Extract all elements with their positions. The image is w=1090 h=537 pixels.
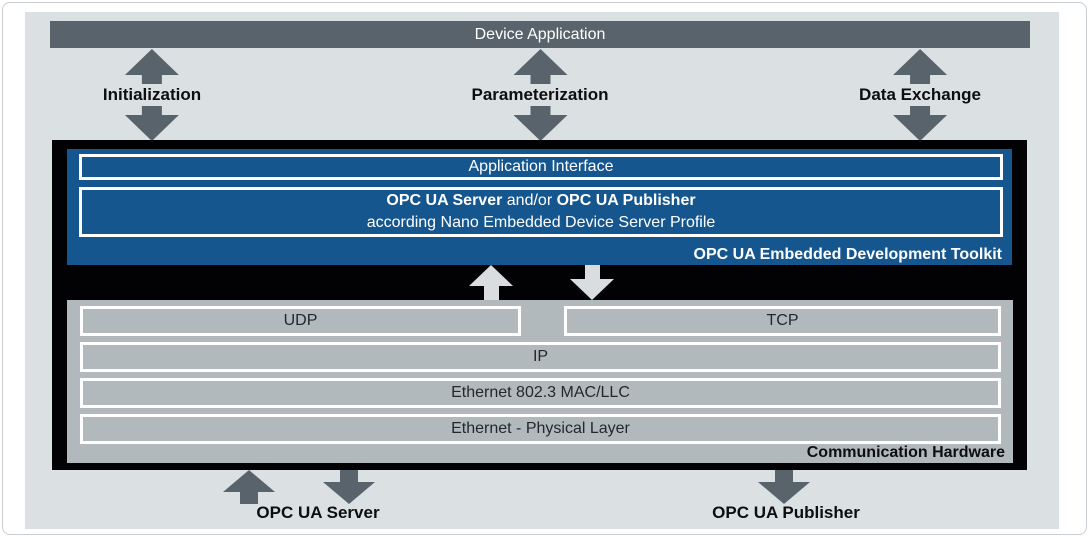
opcua-server-text: OPC UA Server [386,192,503,209]
arrow-shaft [483,286,499,300]
ip-label: IP [532,348,549,365]
application-interface-bar: Application Interface [79,154,1003,180]
udp-layer-bar: UDP [80,306,521,336]
opcua-publisher-bottom-label: OPC UA Publisher [712,503,860,522]
stack-up-arrow-icon [469,265,513,300]
opcua-server-publisher-bar: OPC UA Server and/or OPC UA Publisher ac… [79,187,1003,237]
down-arrow-head [323,482,375,504]
application-interface-label: Application Interface [468,158,614,175]
opcua-publisher-text: OPC UA Publisher [556,192,696,209]
stack-down-arrow-icon [570,265,614,300]
server-up-arrow-icon [223,470,275,504]
ethernet-mac-label: Ethernet 802.3 MAC/LLC [451,384,630,401]
up-arrow-icon [892,49,947,75]
arrow-shaft [240,492,258,504]
parameterization-arrow: Parameterization [472,49,609,141]
arrow-shaft [141,106,162,115]
ethernet-mac-layer-bar: Ethernet 802.3 MAC/LLC [80,378,1001,408]
arrow-shaft [530,106,550,115]
tcp-label: TCP [766,312,799,329]
down-arrow-head [570,279,614,300]
communication-hardware-box: UDP TCP IP Ethernet 802.3 MAC/LLC Ethern… [67,300,1013,463]
up-arrow-icon [513,49,567,75]
initialization-arrow: Initialization [103,49,201,141]
arrow-shaft [340,470,358,482]
down-arrow-head [758,482,810,504]
initialization-label: Initialization [102,85,202,104]
arrow-shaft [909,106,930,115]
up-arrow-head [469,265,513,286]
arrow-shaft [584,265,600,279]
opcua-toolkit-box: Application Interface OPC UA Server and/… [67,149,1012,265]
down-arrow-icon [892,115,947,141]
ethernet-physical-label: Ethernet - Physical Layer [451,420,630,437]
opcua-server-bottom-label: OPC UA Server [256,503,380,522]
up-arrow-icon [124,49,179,75]
profile-line: according Nano Embedded Device Server Pr… [366,214,716,231]
down-arrow-icon [124,115,179,141]
communication-hardware-label: Communication Hardware [806,444,1005,461]
toolkit-container: Application Interface OPC UA Server and/… [52,140,1027,470]
arrow-shaft [141,75,162,84]
tcp-layer-bar: TCP [564,306,1001,336]
server-down-arrow-icon [323,470,375,504]
up-arrow-head [223,470,275,492]
server-publisher-line: OPC UA Server and/or OPC UA Publisher [386,190,695,212]
device-application-bar: Device Application [50,21,1030,48]
toolkit-title-label: OPC UA Embedded Development Toolkit [693,246,1002,263]
udp-label: UDP [283,312,318,329]
arrow-shaft [909,75,930,84]
data-exchange-arrow: Data Exchange [859,49,981,141]
ip-layer-bar: IP [80,342,1001,372]
arrow-shaft [775,470,793,482]
device-application-label: Device Application [474,25,606,43]
parameterization-label: Parameterization [471,85,609,104]
down-arrow-icon [513,115,567,141]
ethernet-physical-layer-bar: Ethernet - Physical Layer [80,414,1001,444]
arrow-shaft [530,75,550,84]
publisher-down-arrow-icon [758,470,810,504]
andor-text: and/or [502,192,557,209]
data-exchange-label: Data Exchange [859,85,981,104]
